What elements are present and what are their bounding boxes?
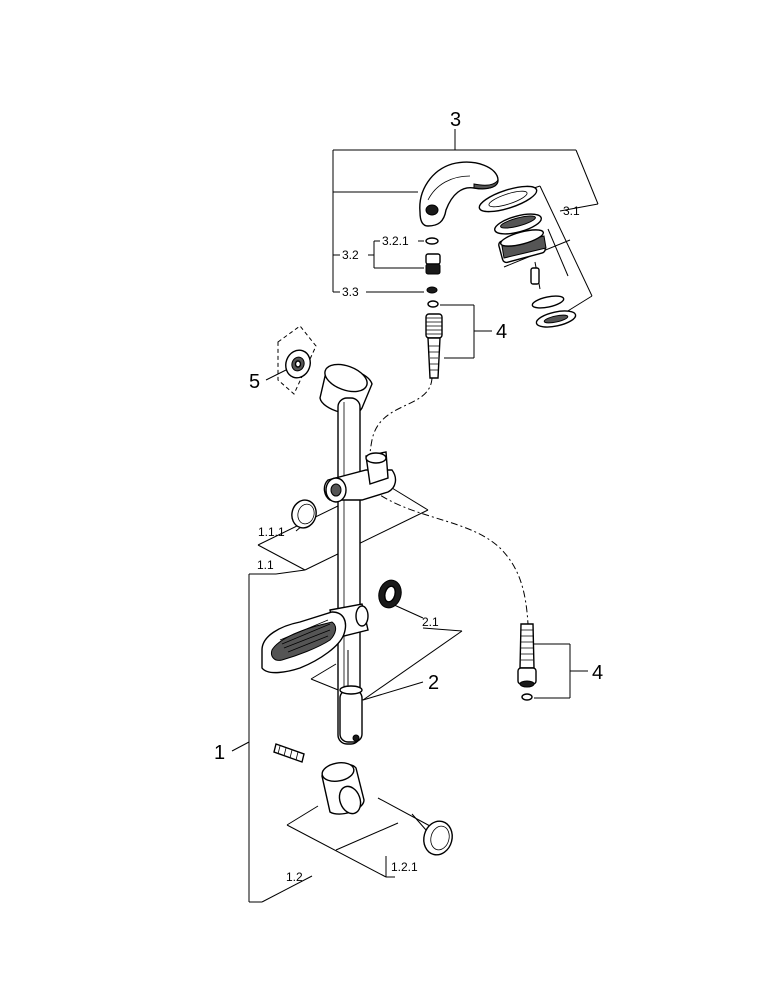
label-3-2: 3.2 xyxy=(342,248,359,262)
label-5: 5 xyxy=(249,371,260,393)
hose-end-top xyxy=(425,313,443,379)
label-2-1: 2.1 xyxy=(422,615,439,629)
label-4-top: 4 xyxy=(496,321,507,343)
shower-rail xyxy=(261,363,397,745)
label-3-1: 3.1 xyxy=(563,204,580,218)
label-4-bottom: 4 xyxy=(592,662,603,684)
label-2: 2 xyxy=(428,672,439,694)
spray-plate-parts xyxy=(478,185,577,328)
hose-connector-parts xyxy=(425,237,441,308)
ring-2-1 xyxy=(378,579,402,609)
wall-cover-5 xyxy=(277,325,317,395)
label-1-2: 1.2 xyxy=(286,870,303,884)
shower-hose xyxy=(369,377,529,625)
label-1: 1 xyxy=(214,742,225,764)
label-1-2-1: 1.2.1 xyxy=(391,860,418,874)
label-3: 3 xyxy=(450,109,461,131)
label-3-3: 3.3 xyxy=(342,285,359,299)
lower-bracket-1-2 xyxy=(273,743,453,856)
hand-shower xyxy=(419,161,499,227)
label-1-1-1: 1.1.1 xyxy=(258,525,285,539)
hose-end-bottom xyxy=(517,623,537,701)
label-1-1: 1.1 xyxy=(257,558,274,572)
cap-1-1-1 xyxy=(291,499,317,529)
label-3-2-1: 3.2.1 xyxy=(382,234,409,248)
leader-lines xyxy=(231,129,599,903)
